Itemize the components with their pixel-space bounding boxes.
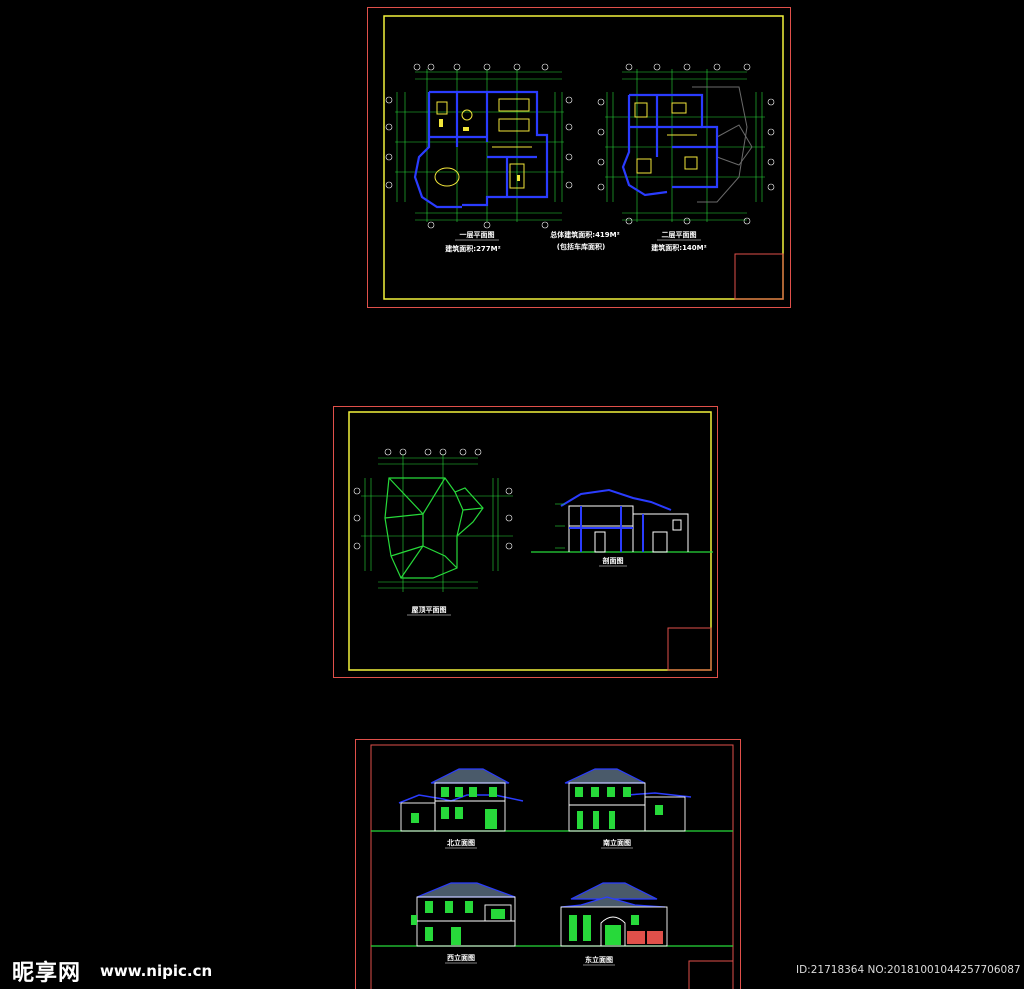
- title-block: [667, 627, 712, 671]
- watermark-id: ID:21718364 NO:20181001044257706087: [796, 964, 1021, 976]
- title-block: [734, 253, 784, 300]
- watermark-logo: 昵享网: [12, 961, 82, 986]
- second-floor-area-label: 建筑面积:140M²: [651, 243, 706, 252]
- drawing-sheet-elevations: 北立面图 南立面图 西立面图: [355, 739, 741, 989]
- south-elevation-title: 南立面图: [603, 838, 631, 847]
- second-floor-plan-title: 二层平面图: [662, 230, 697, 239]
- second-floor-plan: [597, 63, 775, 225]
- first-floor-area-label: 建筑面积:277M²: [445, 244, 500, 253]
- roof-plan: 屋顶平面图: [353, 448, 513, 616]
- sheet-outer-frame: [367, 7, 791, 308]
- roof-plan-title: 屋顶平面图: [412, 605, 447, 614]
- sheet-inner-frame: [383, 15, 784, 300]
- watermark-url: www.nipic.cn: [100, 962, 213, 980]
- building-section: 剖面图: [531, 488, 713, 567]
- sheet-outer-frame: [333, 406, 718, 678]
- total-area-note: (包括车库面积): [557, 242, 605, 251]
- east-elevation-title: 东立面图: [585, 955, 613, 964]
- drawing-sheet-roof-section: 屋顶平面图 剖面图: [333, 406, 718, 678]
- east-elevation: 东立面图: [560, 882, 668, 966]
- sheet-inner-frame: [370, 744, 734, 989]
- first-floor-plan-title: 一层平面图: [460, 230, 495, 239]
- west-elevation-title: 西立面图: [447, 953, 475, 962]
- sheet-outer-frame: [355, 739, 741, 989]
- north-elevation: 北立面图: [398, 768, 524, 849]
- first-floor-plan: [385, 63, 573, 229]
- sheet-inner-frame: [348, 411, 712, 671]
- north-elevation-title: 北立面图: [447, 838, 475, 847]
- total-area-label: 总体建筑面积:419M²: [550, 230, 619, 239]
- section-title: 剖面图: [603, 556, 624, 565]
- drawing-sheet-floor-plans: 一层平面图 建筑面积:277M² 总体建筑面积:419M² (包括车库面积) 二…: [367, 7, 791, 308]
- south-elevation: 南立面图: [564, 768, 692, 849]
- west-elevation: 西立面图: [411, 882, 516, 964]
- title-block: [688, 960, 734, 989]
